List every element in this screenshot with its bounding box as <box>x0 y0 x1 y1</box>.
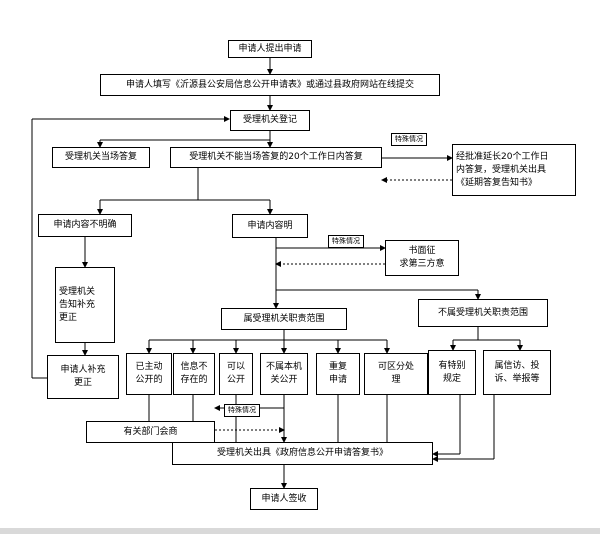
node-published: 已主动 公开的 <box>126 353 172 395</box>
node-petition: 属信访、投 诉、举报等 <box>483 350 551 395</box>
node-extension: 经批准延长20个工作日 内答复，受理机关出具 《延期答复告知书》 <box>452 144 576 196</box>
node-out-scope: 不属受理机关职责范围 <box>418 299 548 327</box>
node-special-rules: 有特别 规定 <box>428 350 476 395</box>
node-register: 受理机关登记 <box>230 110 310 131</box>
node-can-open: 可以 公开 <box>219 353 253 395</box>
node-sign: 申请人签收 <box>250 488 318 510</box>
node-apply: 申请人提出申请 <box>228 40 312 58</box>
node-notify-supplement: 受理机关 告知补充 更正 <box>55 267 115 343</box>
node-fill-form: 申请人填写《沂源县公安局信息公开申请表》或通过县政府网站在线提交 <box>100 74 440 96</box>
node-third-party: 书面征 求第三方意 <box>385 240 459 276</box>
node-issue-reply: 受理机关出具《政府信息公开申请答复书》 <box>172 442 433 465</box>
node-dept-consult: 有关部门会商 <box>86 421 215 443</box>
bottom-bar <box>0 528 600 534</box>
tag-special-third-party: 特殊情况 <box>328 235 364 248</box>
node-unclear: 申请内容不明确 <box>38 214 132 237</box>
node-applicant-supplement: 申请人补充 更正 <box>47 355 119 399</box>
node-reply-20days: 受理机关不能当场答复的20个工作日内答复 <box>170 147 382 168</box>
tag-special-extension: 特殊情况 <box>391 133 427 146</box>
node-not-own: 不属本机 关公开 <box>260 353 308 395</box>
node-clear: 申请内容明 <box>232 214 308 238</box>
node-in-scope: 属受理机关职责范围 <box>221 308 347 330</box>
tag-special-dept-consult: 特殊情况 <box>224 404 260 417</box>
node-duplicate: 重复 申请 <box>316 353 360 395</box>
node-partial: 可区分处 理 <box>364 353 428 395</box>
node-reply-onsite: 受理机关当场答复 <box>52 147 150 168</box>
node-not-exist: 信息不 存在的 <box>173 353 215 395</box>
